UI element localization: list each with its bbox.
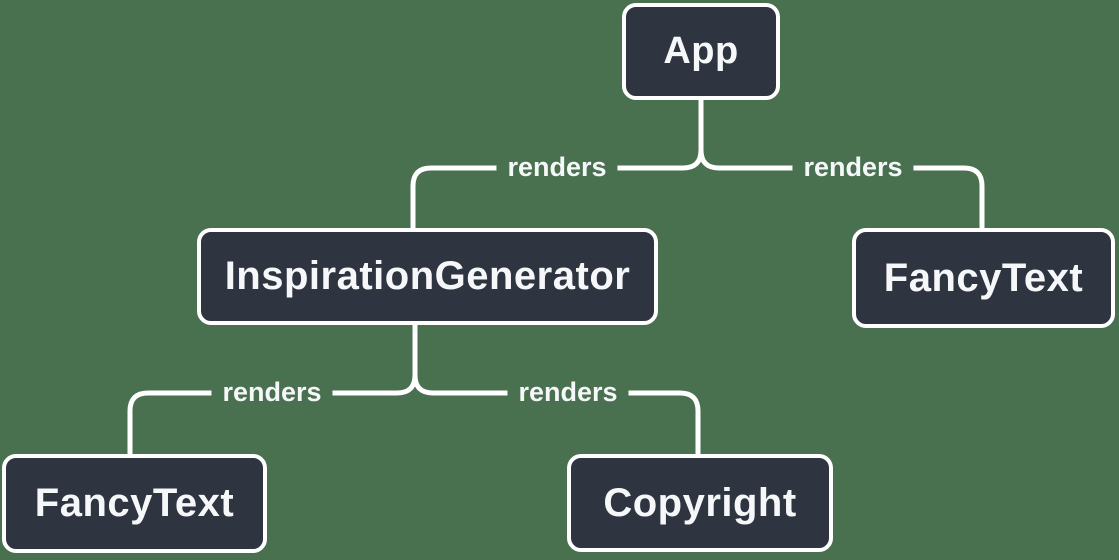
- node-label: InspirationGenerator: [224, 254, 631, 298]
- node-label: FancyText: [883, 255, 1084, 300]
- node-fancy-text-top-right: FancyText: [852, 228, 1115, 328]
- edge-label-renders: renders: [507, 376, 629, 410]
- node-inspiration-generator: InspirationGenerator: [197, 228, 658, 325]
- node-copyright: Copyright: [567, 454, 833, 552]
- node-label: App: [663, 30, 739, 72]
- node-app: App: [622, 3, 780, 100]
- edge-label-renders: renders: [496, 151, 618, 185]
- node-fancy-text-bottom-left: FancyText: [2, 454, 267, 553]
- edge-label-renders: renders: [211, 376, 333, 410]
- edge-label-renders: renders: [792, 151, 914, 185]
- node-label: Copyright: [603, 480, 797, 525]
- node-label: FancyText: [34, 481, 235, 525]
